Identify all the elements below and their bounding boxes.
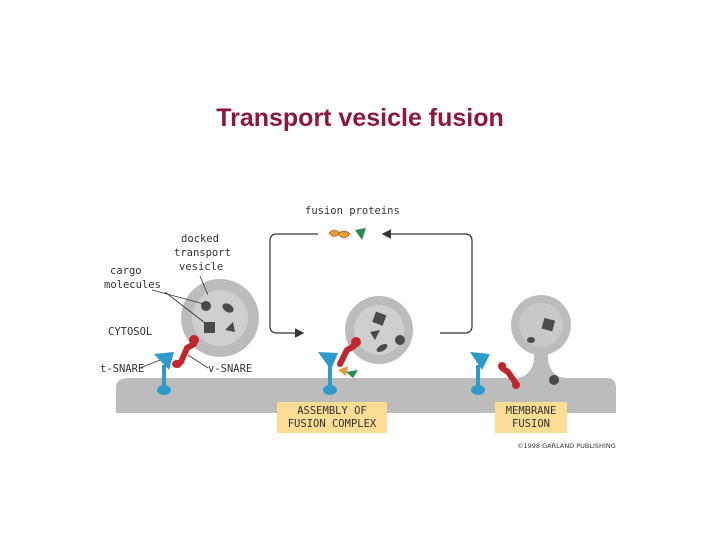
label-cargo: cargo	[110, 265, 142, 277]
t-snare	[154, 352, 174, 395]
v-snare	[337, 337, 361, 367]
label-fusion-proteins: fusion proteins	[305, 205, 400, 217]
label-t-snare: t-SNARE	[100, 363, 144, 375]
fusion-proteins-icon	[328, 228, 366, 240]
cargo-molecule	[201, 301, 211, 311]
copyright-notice: ©1998 GARLAND PUBLISHING	[517, 442, 616, 450]
membrane-fusion-box: MEMBRANE FUSION	[495, 402, 567, 433]
fused-vesicle	[511, 295, 571, 385]
label-vesicle: vesicle	[179, 261, 223, 273]
cycle-arrows	[269, 229, 473, 338]
assembly-box-line2: FUSION COMPLEX	[288, 418, 377, 430]
v-snare	[498, 362, 520, 389]
docked-vesicle	[181, 279, 259, 357]
membrane-box-line1: MEMBRANE	[506, 405, 557, 417]
released-cargo	[549, 375, 559, 385]
assembly-box-line1: ASSEMBLY OF	[297, 405, 367, 417]
v-snare	[172, 335, 199, 368]
cargo-molecule	[222, 303, 234, 313]
fusion-complex-proteins	[338, 366, 358, 378]
label-transport: transport	[174, 247, 231, 259]
assembly-box: ASSEMBLY OF FUSION COMPLEX	[277, 402, 387, 433]
t-snare	[318, 352, 338, 395]
cargo-molecule	[204, 322, 215, 333]
label-cytosol: CYTOSOL	[108, 326, 152, 338]
slide-title: Transport vesicle fusion	[216, 104, 504, 132]
leader-lines	[139, 275, 209, 369]
cargo-molecule	[225, 322, 235, 332]
label-docked: docked	[181, 233, 219, 245]
membrane-box-line2: FUSION	[512, 418, 550, 430]
label-v-snare: v-SNARE	[208, 363, 252, 375]
t-snare	[470, 352, 490, 395]
assembling-vesicle	[345, 296, 413, 364]
label-molecules: molecules	[104, 279, 161, 291]
target-membrane	[116, 348, 616, 413]
